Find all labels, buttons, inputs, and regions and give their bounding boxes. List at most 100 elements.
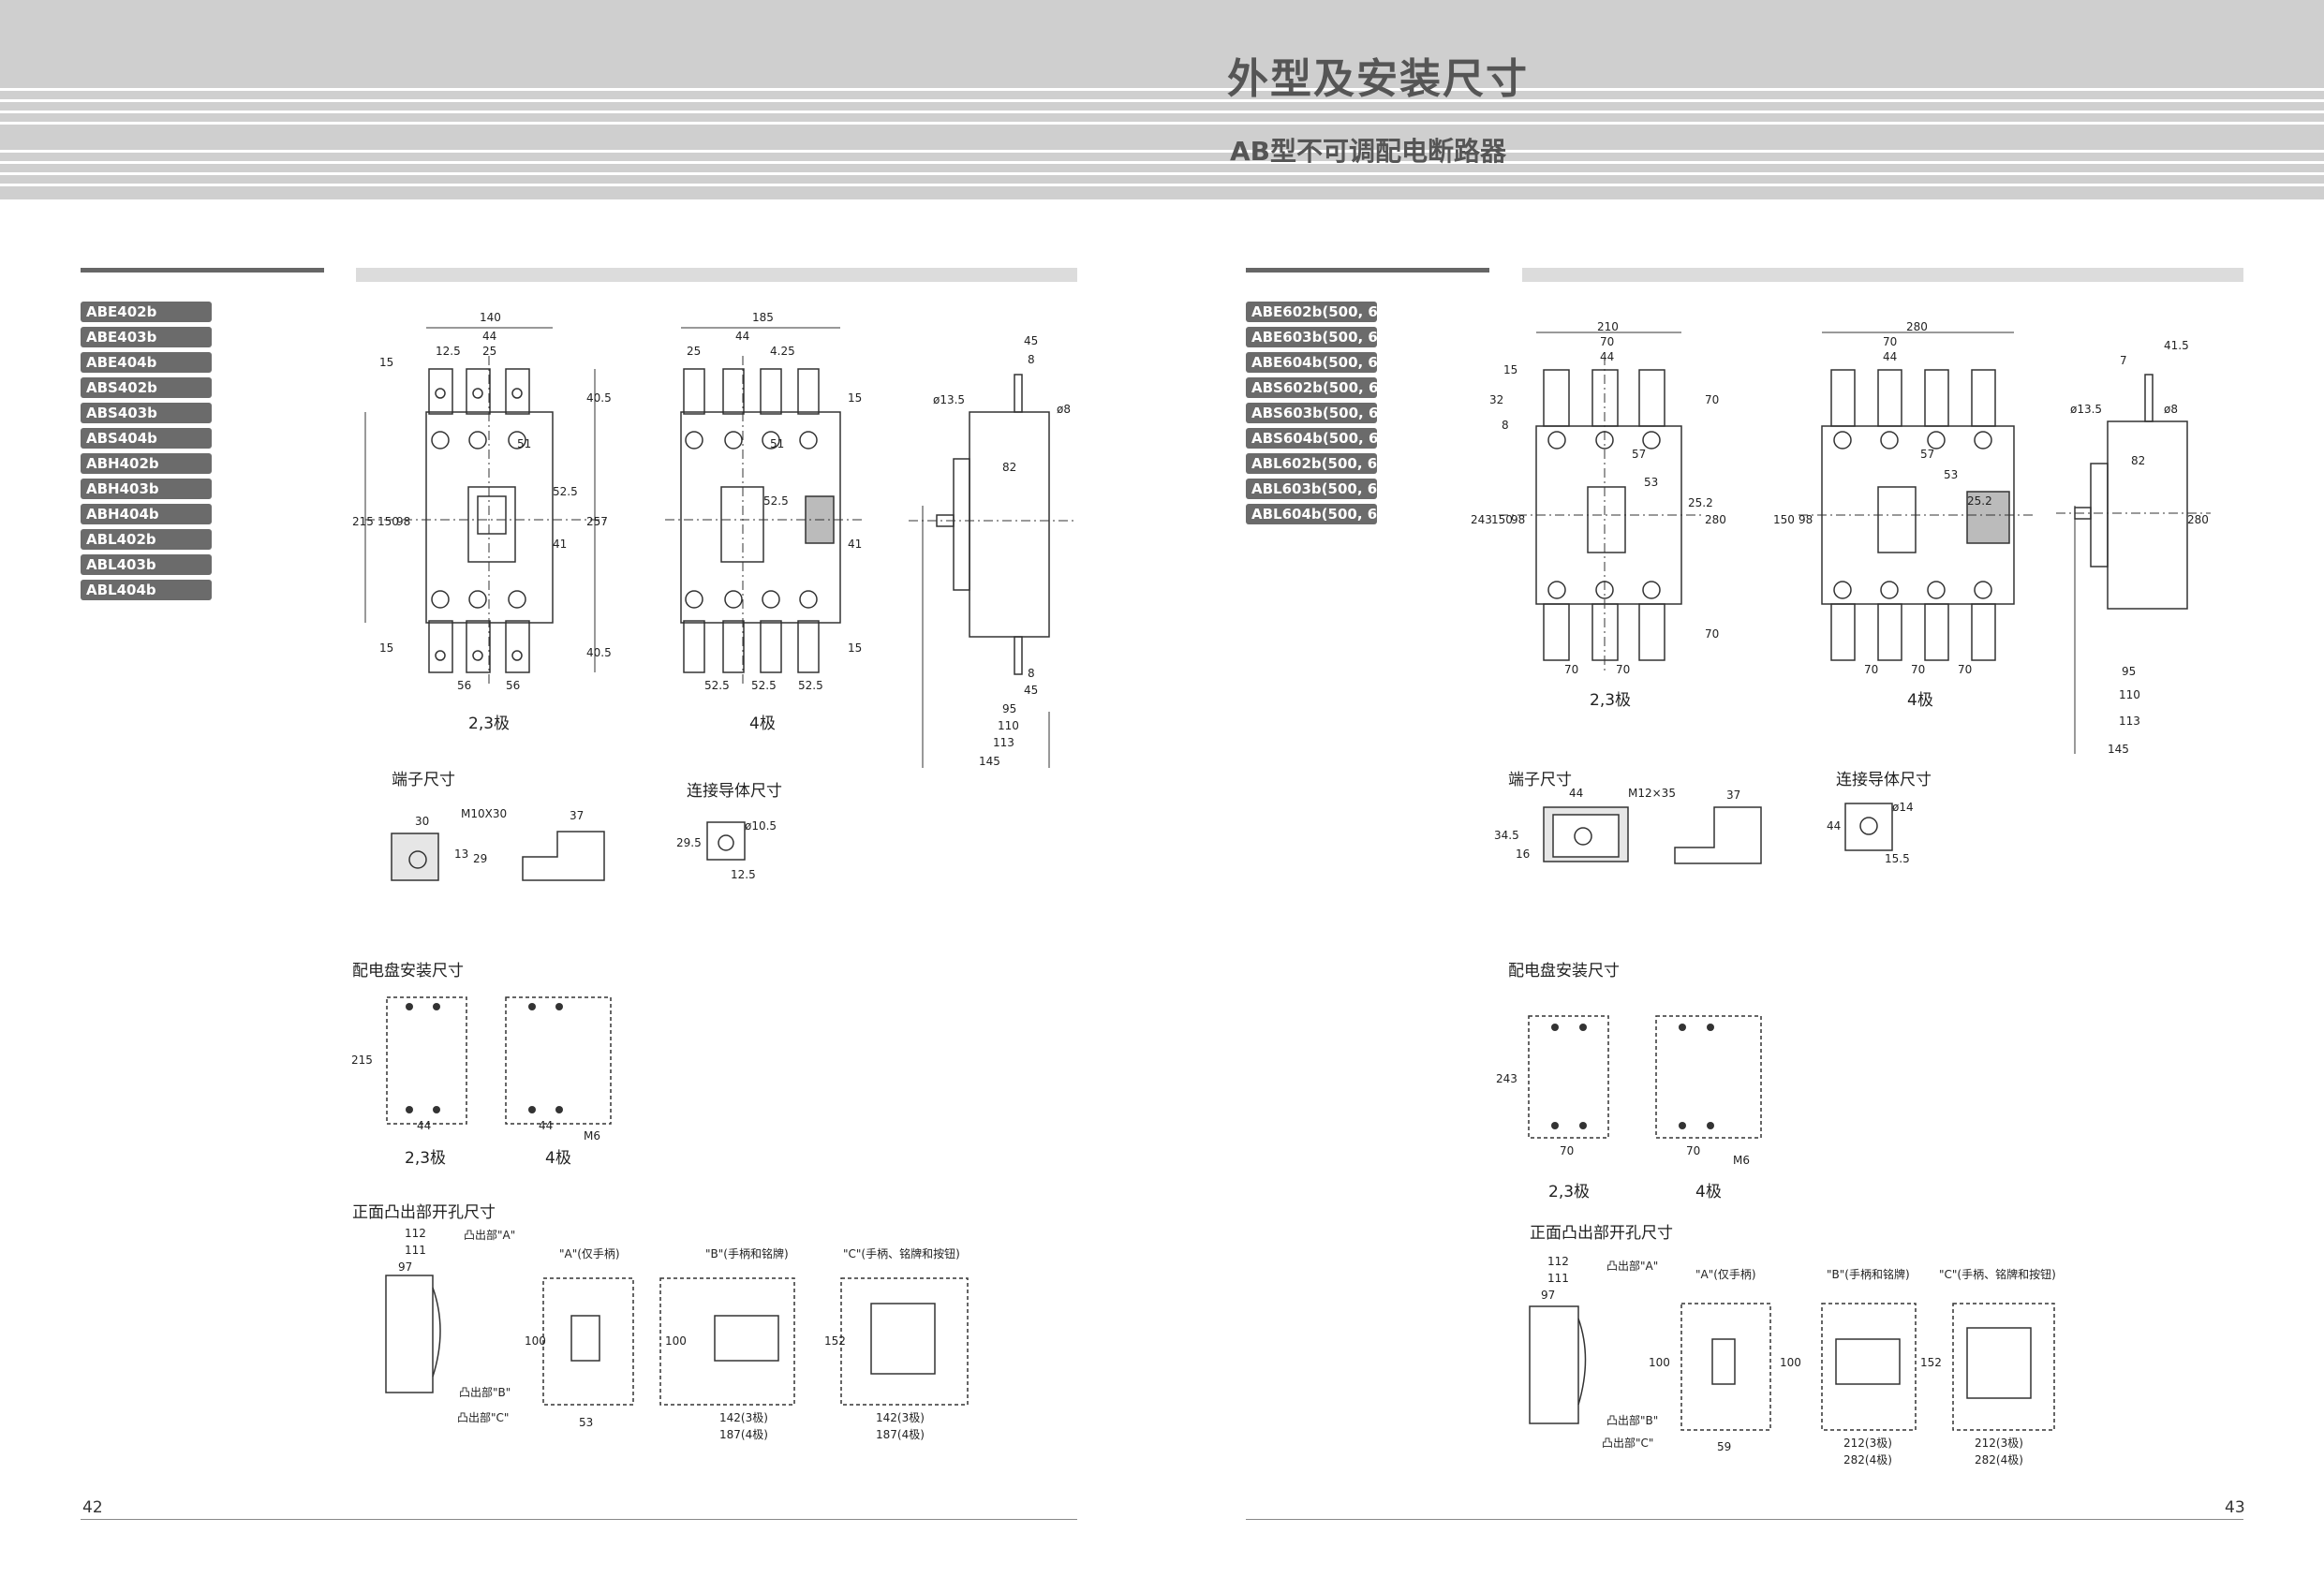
- dim-label: 70: [1686, 1144, 1701, 1157]
- dim-label: 98: [1511, 513, 1526, 526]
- model-tag: ABE603b(500, 600A): [1246, 327, 1414, 347]
- dim-label: ø8: [2164, 403, 2178, 416]
- dim-label: 44: [482, 330, 497, 343]
- right-panel-holes: [1551, 1024, 1714, 1129]
- cutout-label-c: "C"(手柄、铭牌和按钮): [1939, 1268, 2056, 1281]
- dim-label: 51: [770, 437, 785, 450]
- dim-label: 52.5: [798, 679, 823, 692]
- model-tag: ABS404b: [81, 428, 212, 449]
- projection-label-c: 凸出部"C": [457, 1411, 510, 1424]
- dim-label: 44: [539, 1119, 554, 1132]
- right-footer-rule: [1246, 1519, 2243, 1520]
- dim-label: 40.5: [586, 391, 612, 405]
- dim-label: 215: [352, 515, 374, 528]
- dim-label: 140: [480, 311, 501, 324]
- dim-label: 25: [482, 345, 497, 358]
- dim-label: 13: [454, 847, 469, 861]
- dim-label: 212(3极): [1843, 1437, 1892, 1450]
- dim-label: 112: [1547, 1255, 1569, 1268]
- right-terminal-drawing: [1543, 806, 1762, 864]
- header-stripe: [0, 150, 2324, 153]
- dim-label: 15.5: [1885, 852, 1910, 865]
- view-caption-4-pole: 4极: [749, 715, 776, 733]
- dim-label: M12×35: [1628, 787, 1676, 800]
- terminal-drawing: [391, 831, 605, 881]
- dim-label: 52.5: [704, 679, 730, 692]
- dim-label: M10X30: [461, 807, 508, 820]
- panel-screw-label: M6: [1733, 1154, 1750, 1167]
- model-tag: ABS602b(500, 600A): [1246, 377, 1415, 398]
- model-tag: ABS603b(500, 600A): [1246, 403, 1415, 423]
- dim-label: 243: [1496, 1072, 1517, 1085]
- view-caption-2-3-pole: 2,3极: [468, 715, 511, 733]
- dim-label: 98: [1799, 513, 1813, 526]
- model-tag: ABH402b: [81, 453, 212, 474]
- panel-drawing: [386, 996, 612, 1125]
- dim-label: 44: [1600, 350, 1615, 363]
- header-stripe: [0, 172, 2324, 175]
- header-stripe: [0, 99, 2324, 102]
- dim-label: 210: [1597, 320, 1619, 333]
- right-page-number: 43: [2225, 1498, 2245, 1517]
- dim-label: 280: [2187, 513, 2209, 526]
- dim-label: 59: [1717, 1440, 1732, 1453]
- right-conductor-drawing: [1844, 803, 1893, 851]
- projection-label-b: 凸出部"B": [1606, 1414, 1659, 1427]
- section-panel: 配电盘安装尺寸: [352, 962, 464, 980]
- projection-label-b: 凸出部"B": [459, 1386, 511, 1399]
- dim-label: 70: [1864, 663, 1879, 676]
- dim-label: 25.2: [1688, 496, 1713, 509]
- view-caption-2-3-pole: 2,3极: [1590, 691, 1632, 710]
- dim-label: 15: [848, 641, 863, 655]
- dim-label: 257: [586, 515, 608, 528]
- dim-label: ø8: [1057, 403, 1071, 416]
- model-tag: ABS402b: [81, 377, 212, 398]
- dim-label: 15: [848, 391, 863, 405]
- cutout-label-c: "C"(手柄、铭牌和按钮): [843, 1247, 960, 1260]
- dim-label: 45: [1024, 334, 1039, 347]
- dim-label: 187(4极): [876, 1428, 925, 1441]
- section-cutout: 正面凸出部开孔尺寸: [1530, 1224, 1673, 1243]
- dim-label: 12.5: [731, 868, 756, 881]
- page-header-band: 外型及安装尺寸 AB型不可调配电断路器: [0, 0, 2324, 199]
- dim-label: 15: [379, 641, 394, 655]
- section-conductor: 连接导体尺寸: [687, 782, 782, 801]
- dim-label: 37: [570, 809, 585, 822]
- front-view-2-3-pole: [364, 327, 609, 684]
- dim-label: 56: [506, 679, 521, 692]
- section-panel: 配电盘安装尺寸: [1508, 962, 1620, 980]
- dim-label: ø10.5: [745, 819, 777, 833]
- dim-label: 16: [1516, 847, 1531, 861]
- dim-label: 243: [1471, 513, 1492, 526]
- dim-label: 52.5: [763, 494, 789, 508]
- header-stripe: [0, 184, 2324, 186]
- dim-label: 8: [1028, 353, 1035, 366]
- dim-label: ø13.5: [2070, 403, 2103, 416]
- dim-label: 25: [687, 345, 702, 358]
- left-section-rule: [81, 268, 324, 273]
- panel-holes: [406, 1003, 563, 1113]
- dim-label: 145: [2108, 743, 2129, 756]
- dim-label: 53: [579, 1416, 594, 1429]
- model-tag: ABH403b: [81, 479, 212, 499]
- header-stripe: [0, 122, 2324, 125]
- dim-label: 100: [525, 1334, 546, 1348]
- right-section-rule: [1246, 268, 1489, 273]
- left-page-number: 42: [82, 1498, 103, 1517]
- cutout-label-b: "B"(手柄和铭牌): [1827, 1268, 1910, 1281]
- cutout-label-a: "A"(仅手柄): [559, 1247, 620, 1260]
- dim-label: 82: [1002, 461, 1017, 474]
- dim-label: 95: [2122, 665, 2137, 678]
- dim-label: 111: [1547, 1272, 1569, 1285]
- dim-label: 34.5: [1494, 829, 1519, 842]
- dim-label: 25.2: [1967, 494, 1992, 508]
- dim-label: 280: [1906, 320, 1928, 333]
- right-model-list: ABE602b(500, 600A) ABE603b(500, 600A) AB…: [1246, 302, 1415, 529]
- dim-label: 142(3极): [719, 1411, 768, 1424]
- dim-label: 150: [377, 515, 399, 528]
- dim-label: 212(3极): [1975, 1437, 2023, 1450]
- dim-label: 142(3极): [876, 1411, 925, 1424]
- header-stripe: [0, 88, 2324, 91]
- dim-label: 37: [1726, 788, 1741, 802]
